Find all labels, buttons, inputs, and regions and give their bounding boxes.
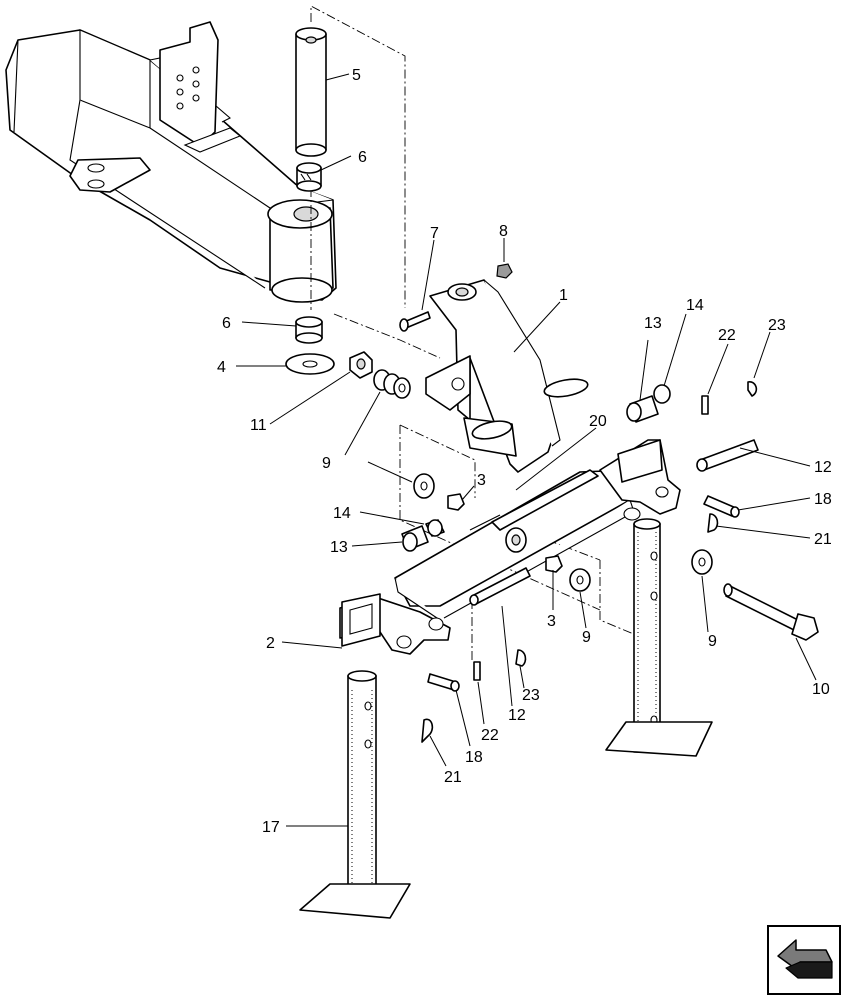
- callout-23-left: 23: [522, 687, 540, 704]
- callout-6-lower: 6: [222, 315, 231, 332]
- callout-7: 7: [430, 225, 439, 242]
- callout-3-lower: 3: [547, 613, 556, 630]
- callout-21-left: 21: [444, 769, 462, 786]
- bolt-part-10: [723, 583, 819, 641]
- clip-part-21-left: [421, 718, 434, 743]
- assembly-guide-lines: [310, 5, 649, 660]
- nut-part-8: [496, 263, 513, 279]
- pin-part-18-left: [427, 673, 460, 692]
- callout-2: 2: [266, 635, 275, 652]
- callout-9-middle: 9: [582, 629, 591, 646]
- callout-6-upper: 6: [358, 149, 367, 166]
- clip-part-23-left: [515, 649, 527, 667]
- callout-12-right: 12: [814, 459, 832, 476]
- callout-14-right: 14: [686, 297, 704, 314]
- callout-20: 20: [589, 413, 607, 430]
- clip-part-21-right: [707, 513, 719, 533]
- callout-14-left: 14: [333, 505, 351, 522]
- callout-13-right: 13: [644, 315, 662, 332]
- bracket-part-1: [425, 279, 589, 473]
- hitch-arm: [5, 21, 337, 303]
- leader-lines: [236, 73, 817, 827]
- bushing-part-14-left: [425, 519, 445, 537]
- clip-part-23-right: [747, 381, 758, 397]
- callout-9-right: 9: [708, 633, 717, 650]
- nut-part-11: [349, 351, 373, 379]
- bolt-part-7: [399, 311, 431, 332]
- stand-right: [605, 518, 713, 757]
- bushing-part-6-upper: [296, 162, 322, 192]
- washer-part-9-left: [413, 473, 435, 499]
- callout-23-right: 23: [768, 317, 786, 334]
- callout-12-left: 12: [508, 707, 526, 724]
- pin-part-18-right: [703, 495, 740, 518]
- return-arrow-icon[interactable]: [767, 925, 841, 995]
- pin-part-5: [295, 27, 327, 157]
- callout-17: 17: [262, 819, 280, 836]
- callout-5: 5: [352, 67, 361, 84]
- callout-21-right: 21: [814, 531, 832, 548]
- nut-part-3-upper: [447, 493, 465, 511]
- nut-part-3-lower: [545, 555, 563, 573]
- callout-11: 11: [250, 417, 267, 434]
- bushing-part-6-lower: [295, 316, 323, 344]
- callout-1: 1: [559, 287, 568, 304]
- callout-8: 8: [499, 223, 508, 240]
- washer-part-4: [285, 353, 335, 375]
- washer-part-9-middle: [569, 568, 591, 592]
- callout-3-upper: 3: [477, 472, 486, 489]
- pin-part-12-middle: [469, 567, 531, 606]
- washer-stack-part-9: [373, 369, 411, 399]
- washer-part-9-right: [691, 549, 713, 575]
- roll-pin-part-22-right: [701, 395, 709, 415]
- pin-part-12-right: [696, 439, 759, 472]
- callout-18-right: 18: [814, 491, 832, 508]
- callout-10: 10: [812, 681, 830, 698]
- stand-part-17: [299, 670, 411, 919]
- bushing-part-13-right: [626, 395, 659, 423]
- callout-9-left: 9: [322, 455, 331, 472]
- bushing-part-13-left: [401, 525, 429, 552]
- callout-13-left: 13: [330, 539, 348, 556]
- bushing-part-14-right: [653, 384, 671, 404]
- callout-18-left: 18: [465, 749, 483, 766]
- roll-pin-part-22-left: [473, 661, 481, 681]
- callout-22-right: 22: [718, 327, 736, 344]
- callout-labels: 1 2 3 3 4 5 6 6 7 8 9 9 9 10 11 12 12 13…: [217, 67, 832, 836]
- callout-4: 4: [217, 359, 226, 376]
- callout-22-left: 22: [481, 727, 499, 744]
